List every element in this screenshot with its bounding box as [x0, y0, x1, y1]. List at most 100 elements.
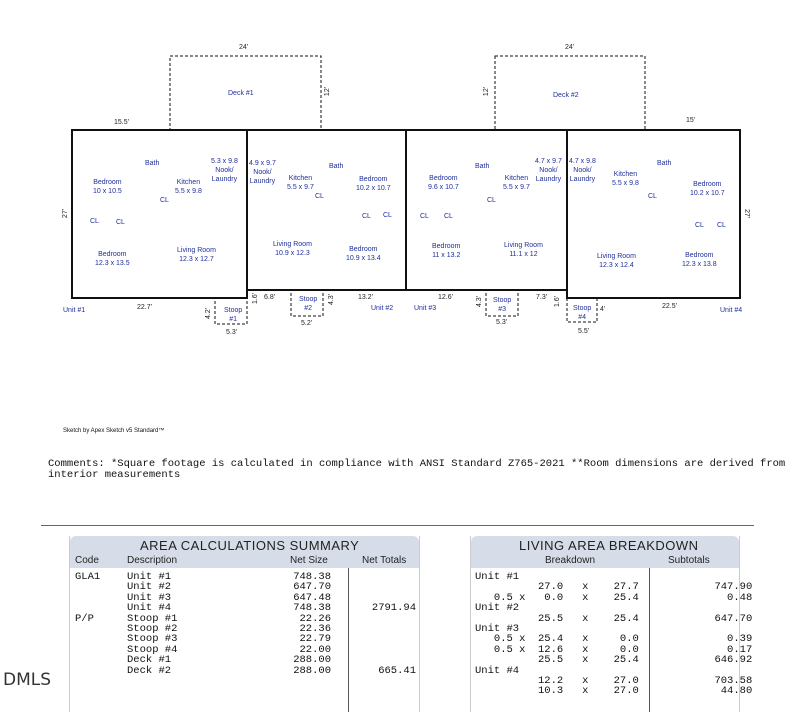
unit-4-cl-c: CL	[717, 222, 726, 229]
unit-3-kitchen: Kitchen 5.5 x 9.7	[503, 175, 530, 191]
col-breakdown: Breakdown	[545, 555, 596, 566]
divider	[41, 525, 754, 526]
area-cell: 647.70	[293, 581, 331, 594]
sketch-credit: Sketch by Apex Sketch v5 Standard™	[63, 428, 165, 434]
unit-4-bath: Bath	[657, 160, 672, 167]
breakdown-line: 25.5 x 25.4 646.92	[475, 654, 753, 667]
area-cell: Unit #1	[127, 571, 172, 583]
stoop-2-label: Stoop #2	[299, 296, 318, 312]
breakdown-line: 10.3 x 27.0 44.80	[475, 685, 753, 698]
unit-3-cl-a: CL	[420, 213, 429, 220]
area-summary-title: AREA CALCULATIONS SUMMARY	[140, 538, 360, 553]
stoop-1-outline	[214, 297, 248, 325]
area-cell: Unit #4	[127, 602, 172, 615]
breakdown-line: Unit #1	[475, 571, 520, 583]
breakdown-line: 12.2 x 27.0 703.58	[475, 675, 753, 687]
column-divider-2	[649, 568, 650, 712]
column-divider	[348, 568, 349, 712]
breakdown-line: 0.5 x 0.0 x 25.4 0.48	[475, 591, 753, 604]
area-cell: 748.38	[293, 602, 331, 615]
area-cell: Deck #2	[127, 664, 172, 677]
unit-1-living-room: Living Room 12.3 x 12.7	[177, 247, 216, 263]
bottom-dim-6: 22.5'	[662, 303, 677, 310]
area-cell: 665.41	[378, 664, 416, 677]
area-cell: P/P	[75, 612, 94, 625]
deck-1-width: 24'	[239, 44, 249, 51]
area-summary-header: AREA CALCULATIONS SUMMARY Code Descripti…	[70, 536, 419, 568]
living-breakdown-panel: LIVING AREA BREAKDOWN Breakdown Subtotal…	[470, 536, 752, 712]
top-dim-right: 15'	[686, 117, 696, 124]
breakdown-line: 27.0 x 27.7 747.90	[475, 581, 753, 594]
unit-1-cl-a: CL	[90, 218, 99, 225]
unit-3-cl-b: CL	[444, 213, 453, 220]
stoop-2-width: 5.2'	[301, 320, 313, 327]
area-cell: 22.26	[299, 612, 331, 625]
comments-line-1: Comments: *Square footage is calculated …	[48, 458, 786, 470]
unit-2-bath: Bath	[329, 163, 344, 170]
area-cell: 22.79	[299, 633, 331, 646]
col-subtotals: Subtotals	[668, 555, 710, 566]
stoop-3-depth: 4.3'	[476, 295, 484, 308]
area-cell: 2791.94	[371, 602, 416, 615]
area-cell: 748.38	[293, 571, 331, 583]
stoop-4-width: 5.5'	[578, 328, 590, 335]
area-cell: Stoop #4	[127, 643, 178, 656]
col-code: Code	[75, 555, 99, 566]
stoop-1-depth: 4.2'	[205, 307, 213, 320]
unit-4-bedroom-2: Bedroom 12.3 x 13.8	[682, 252, 717, 268]
unit-1-label: Unit #1	[63, 307, 86, 314]
stoop-4-depth: 4'	[600, 306, 606, 313]
bottom-dim-2: 6.8'	[264, 294, 276, 301]
unit-2-nook: 4.9 x 9.7 Nook/ Laundry	[249, 160, 276, 185]
stoop-1-width: 5.3'	[226, 329, 238, 336]
unit-2-living-room: Living Room 10.9 x 12.3	[273, 241, 312, 257]
breakdown-line: Unit #4	[475, 664, 520, 677]
deck-1-label: Deck #1	[228, 90, 254, 97]
breakdown-line: 0.5 x 25.4 x 0.0 0.39	[475, 633, 753, 646]
unit-2-bedroom: Bedroom 10.2 x 10.7	[356, 176, 391, 192]
floor-plan-sketch	[71, 55, 741, 325]
stoop-1-label: Stoop #1	[224, 307, 243, 323]
unit-3-nook: 4.7 x 9.7 Nook/ Laundry	[535, 158, 562, 183]
unit-1-nook: 5.3 x 9.8 Nook/ Laundry	[211, 158, 238, 183]
unit-4-kitchen: Kitchen 5.5 x 9.8	[612, 171, 639, 187]
unit-1-outline	[71, 129, 248, 299]
unit-2-cl-a: CL	[315, 193, 324, 200]
col-net-size: Net Size	[290, 555, 328, 566]
living-breakdown-header: LIVING AREA BREAKDOWN Breakdown Subtotal…	[471, 536, 739, 568]
area-cell: 288.00	[293, 654, 331, 667]
col-description: Description	[127, 555, 178, 566]
unit-2-cl-b: CL	[362, 213, 371, 220]
area-cell: Stoop #2	[127, 623, 178, 635]
side-dim-left: 27'	[62, 208, 70, 219]
stoop-4-side: 1.6'	[554, 295, 562, 308]
deck-2-label: Deck #2	[553, 92, 579, 99]
unit-4-outline	[566, 129, 741, 299]
unit-1-bedroom: Bedroom 10 x 10.5	[93, 179, 122, 195]
unit-4-label: Unit #4	[720, 307, 743, 314]
top-dim-left: 15.5'	[114, 119, 129, 126]
unit-3-label: Unit #3	[414, 305, 437, 312]
deck-2-outline	[494, 55, 646, 131]
area-cell: 22.36	[299, 623, 331, 635]
unit-3-cl-c: CL	[487, 197, 496, 204]
breakdown-line: 0.5 x 12.6 x 0.0 0.17	[475, 643, 753, 656]
unit-4-living-room: Living Room 12.3 x 12.4	[597, 253, 636, 269]
area-cell: 288.00	[293, 664, 331, 677]
unit-1-cl-c: CL	[160, 197, 169, 204]
unit-4-bedroom: Bedroom 10.2 x 10.7	[690, 181, 725, 197]
unit-2-kitchen: Kitchen 5.5 x 9.7	[287, 175, 314, 191]
area-cell: GLA1	[75, 571, 101, 583]
col-net-totals: Net Totals	[362, 555, 407, 566]
stoop-3-label: Stoop #3	[493, 297, 512, 313]
unit-3-bedroom: Bedroom 9.6 x 10.7	[428, 175, 459, 191]
unit-4-cl-a: CL	[648, 193, 657, 200]
stoop-1-side: 1.6'	[252, 292, 260, 305]
area-cell: Unit #2	[127, 581, 172, 594]
stoop-4-label: Stoop #4	[573, 305, 592, 321]
bottom-dim-5: 7.3'	[536, 294, 548, 301]
unit-1-bath: Bath	[145, 160, 160, 167]
living-breakdown-title: LIVING AREA BREAKDOWN	[519, 538, 699, 553]
deck-2-depth: 12'	[483, 86, 491, 97]
dmls-logo: DMLS	[3, 670, 52, 690]
